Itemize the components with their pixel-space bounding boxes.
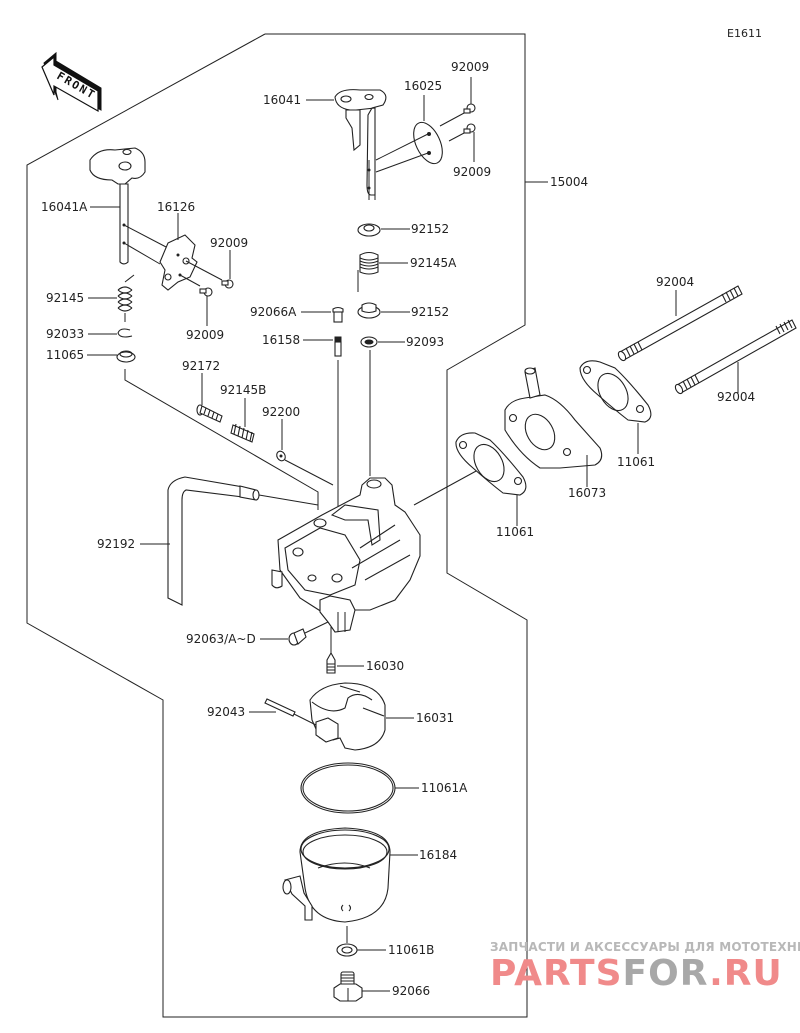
part-92172[interactable] (196, 404, 223, 423)
part-92033[interactable] (117, 328, 133, 338)
part-label-11065[interactable]: 11065 (46, 348, 84, 362)
part-11061b-washer[interactable] (336, 926, 358, 957)
part-92192[interactable] (167, 476, 319, 606)
part-label-92066a[interactable]: 92066A (250, 305, 297, 319)
part-92009-top-b[interactable] (448, 123, 476, 142)
part-92200[interactable] (275, 450, 334, 486)
part-label-11061a[interactable]: 11061A (421, 781, 468, 795)
part-11061a-oring[interactable] (300, 762, 396, 814)
part-11065[interactable] (116, 350, 136, 363)
watermark: ЗАПЧАСТИ И АКСЕССУАРЫ ДЛЯ МОТОТЕХНИКИ PA… (490, 940, 800, 994)
part-label-92145a[interactable]: 92145A (410, 256, 457, 270)
part-carburetor-body (271, 477, 421, 633)
part-label-92004-b[interactable]: 92004 (717, 390, 755, 404)
part-label-16073[interactable]: 16073 (568, 486, 606, 500)
part-label-92093[interactable]: 92093 (406, 335, 444, 349)
part-92145[interactable] (117, 274, 135, 322)
part-label-16041a[interactable]: 16041A (41, 200, 88, 214)
part-label-92200[interactable]: 92200 (262, 405, 300, 419)
part-label-92172[interactable]: 92172 (182, 359, 220, 373)
part-label-92152-b[interactable]: 92152 (411, 305, 449, 319)
part-label-16184[interactable]: 16184 (419, 848, 457, 862)
part-16158[interactable] (334, 336, 342, 520)
part-16025[interactable] (375, 118, 448, 173)
watermark-brand-ru: .RU (709, 953, 783, 994)
part-92009-top-a[interactable] (439, 103, 476, 127)
part-label-92043[interactable]: 92043 (207, 705, 245, 719)
part-16184-float-bowl[interactable] (282, 827, 391, 923)
part-label-11061b[interactable]: 11061B (388, 943, 434, 957)
part-16126[interactable] (159, 234, 223, 291)
part-92093[interactable] (360, 336, 378, 476)
part-16030[interactable] (326, 627, 336, 674)
part-label-92192[interactable]: 92192 (97, 537, 135, 551)
leader-11065-path (124, 369, 319, 510)
part-label-92009-b[interactable]: 92009 (453, 165, 491, 179)
part-label-16126[interactable]: 16126 (157, 200, 195, 214)
part-92004-top[interactable] (617, 285, 743, 362)
part-92066-drain-bolt[interactable] (333, 971, 363, 1002)
front-arrow-icon: FRONT (41, 51, 102, 113)
part-16041a[interactable] (89, 147, 169, 265)
part-label-92145[interactable]: 92145 (46, 291, 84, 305)
leader-carb-to-gasket (413, 469, 479, 506)
part-16031-float[interactable] (309, 682, 386, 751)
part-label-16030[interactable]: 16030 (366, 659, 404, 673)
part-92145b[interactable] (230, 423, 255, 443)
part-11061-left-gasket[interactable] (455, 432, 527, 496)
part-92145a-spring[interactable] (357, 251, 379, 293)
part-92009-left-a[interactable] (221, 279, 234, 289)
part-label-92145b[interactable]: 92145B (220, 383, 266, 397)
part-label-16041[interactable]: 16041 (263, 93, 301, 107)
watermark-brand-for: FOR (623, 953, 710, 994)
part-16073-insulator[interactable] (504, 367, 603, 469)
part-92063[interactable] (288, 621, 329, 646)
diagram-code: E1611 (727, 27, 762, 40)
part-label-16158[interactable]: 16158 (262, 333, 300, 347)
part-label-16025[interactable]: 16025 (404, 79, 442, 93)
part-92004-bottom[interactable] (674, 319, 797, 395)
part-label-92152-a[interactable]: 92152 (411, 222, 449, 236)
watermark-tagline: ЗАПЧАСТИ И АКСЕССУАРЫ ДЛЯ МОТОТЕХНИКИ (490, 940, 800, 954)
part-label-92009-c[interactable]: 92009 (210, 236, 248, 250)
part-11061-right-gasket[interactable] (579, 360, 652, 423)
part-92043-pin[interactable] (264, 698, 317, 726)
part-label-11061-b[interactable]: 11061 (496, 525, 534, 539)
watermark-brand-parts: PARTS (490, 953, 623, 994)
part-label-16031[interactable]: 16031 (416, 711, 454, 725)
assembly-outline (26, 33, 528, 1018)
part-92066a[interactable] (332, 306, 344, 323)
part-label-92033[interactable]: 92033 (46, 327, 84, 341)
part-label-92004-a[interactable]: 92004 (656, 275, 694, 289)
part-92009-left-b[interactable] (199, 287, 213, 297)
part-92152-bottom[interactable] (357, 302, 381, 319)
part-label-92066[interactable]: 92066 (392, 984, 430, 998)
part-label-11061-a[interactable]: 11061 (617, 455, 655, 469)
part-16041[interactable] (334, 89, 387, 200)
part-label-92063[interactable]: 92063/A~D (186, 632, 256, 646)
watermark-brand: PARTSFOR.RU (490, 953, 783, 994)
part-label-92009-d[interactable]: 92009 (186, 328, 224, 342)
part-92152-top[interactable] (357, 223, 381, 237)
part-label-15004[interactable]: 15004 (550, 175, 588, 189)
part-label-92009-a[interactable]: 92009 (451, 60, 489, 74)
